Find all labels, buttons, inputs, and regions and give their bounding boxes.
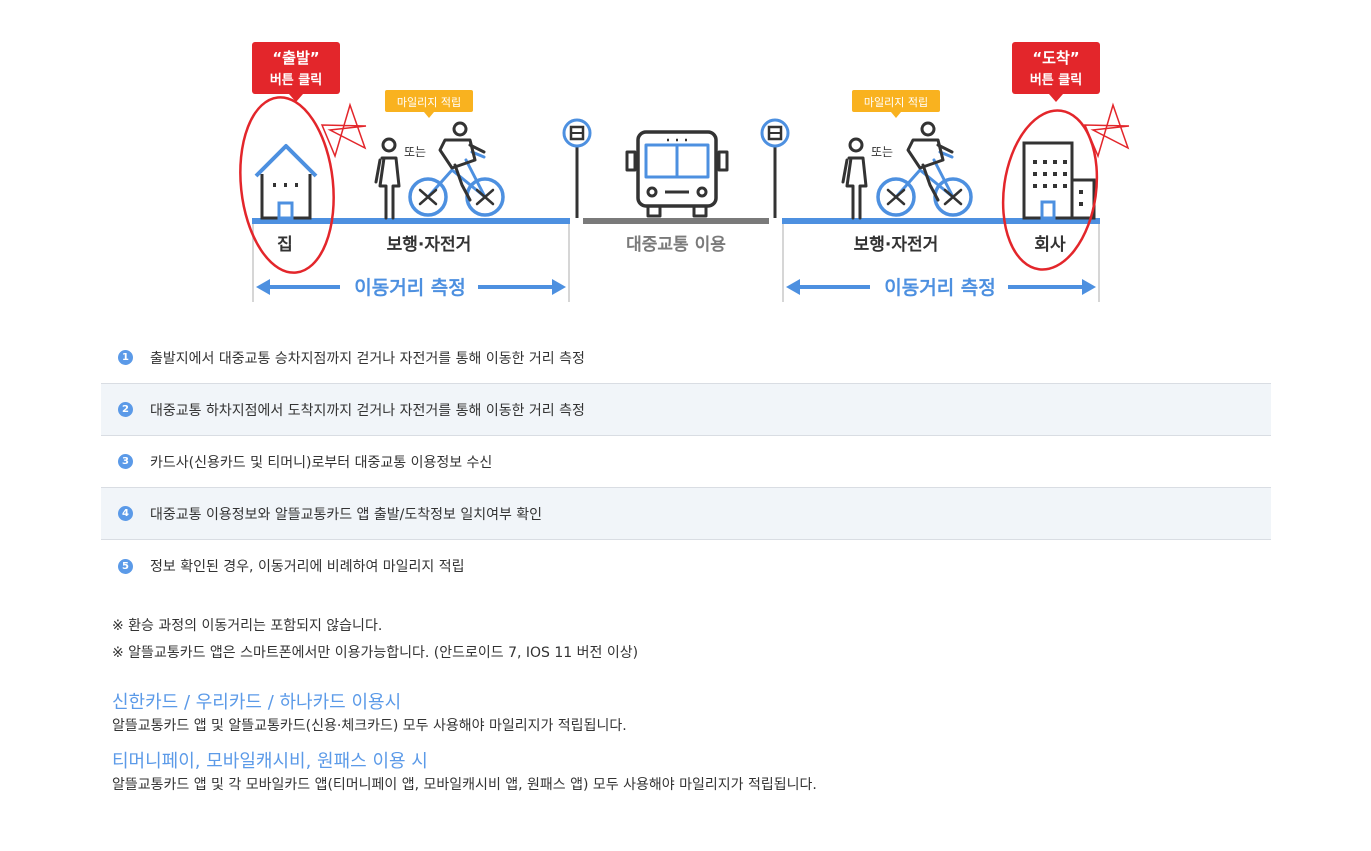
bus-icon — [625, 130, 729, 218]
bus-stop-sign-left — [562, 118, 592, 218]
step-text: 카드사(신용카드 및 티머니)로부터 대중교통 이용정보 수신 — [150, 454, 493, 471]
step-number-badge: 1 — [118, 350, 133, 365]
measure-arrow-right: 이동거리 측정 — [786, 277, 1096, 299]
note-smartphone: ※ 알뜰교통카드 앱은 스마트폰에서만 이용가능합니다. (안드로이드 7, I… — [112, 645, 639, 661]
depart-bubble-text: 버튼 클릭 — [270, 72, 322, 88]
card-section-shinhan: 신한카드 / 우리카드 / 하나카드 이용시 알뜰교통카드 앱 및 알뜰교통카드… — [112, 691, 627, 737]
measure-arrow-left: 이동거리 측정 — [256, 277, 566, 299]
step-number-badge: 2 — [118, 402, 133, 417]
step-text: 대중교통 이용정보와 알뜰교통카드 앱 출발/도착정보 일치여부 확인 — [150, 506, 543, 523]
arrive-bubble: “도착” 버튼 클릭 — [1012, 42, 1100, 102]
step-item: 5 정보 확인된 경우, 이동거리에 비례하여 마일리지 적립 — [101, 540, 1271, 592]
step-item: 1 출발지에서 대중교통 승차지점까지 걷거나 자전거를 통해 이동한 거리 측… — [101, 332, 1271, 384]
step-item: 3 카드사(신용카드 및 티머니)로부터 대중교통 이용정보 수신 — [101, 436, 1271, 488]
home-label: 집 — [277, 235, 293, 255]
depart-bubble-quote: “출발” — [272, 49, 319, 67]
card-section-desc: 알뜰교통카드 앱 및 알뜰교통카드(신용·체크카드) 모두 사용해야 마일리지가… — [112, 718, 627, 734]
card-section-tmoney: 티머니페이, 모바일캐시비, 원패스 이용 시 알뜰교통카드 앱 및 각 모바일… — [112, 750, 817, 796]
arrive-bubble-quote: “도착” — [1032, 49, 1079, 67]
or-label-right: 또는 — [871, 145, 893, 159]
depart-bubble: “출발” 버튼 클릭 — [252, 42, 340, 102]
company-label: 회사 — [1034, 235, 1066, 255]
process-steps-list: 1 출발지에서 대중교통 승차지점까지 걷거나 자전거를 통해 이동한 거리 측… — [101, 332, 1271, 592]
step-number-badge: 3 — [118, 454, 133, 469]
cyclist-icon-left — [408, 121, 505, 217]
mileage-tag-right: 마일리지 적립 — [852, 90, 940, 118]
step-number-badge: 4 — [118, 506, 133, 521]
house-icon — [254, 144, 318, 220]
measure-label-right: 이동거리 측정 — [884, 277, 996, 299]
walker-icon-right — [841, 137, 868, 220]
card-section-desc: 알뜰교통카드 앱 및 각 모바일카드 앱(티머니페이 앱, 모바일캐시비 앱, … — [112, 777, 817, 793]
walker-icon-left — [374, 137, 401, 220]
step-number-badge: 5 — [118, 558, 133, 574]
transit-label: 대중교통 이용 — [626, 235, 726, 255]
cyclist-icon-right — [876, 121, 973, 217]
bus-stop-sign-right — [760, 118, 790, 218]
step-item: 4 대중교통 이용정보와 알뜰교통카드 앱 출발/도착정보 일치여부 확인 — [101, 488, 1271, 540]
measure-label-left: 이동거리 측정 — [354, 277, 466, 299]
note-transfer: ※ 환승 과정의 이동거리는 포함되지 않습니다. — [112, 618, 383, 634]
walk-bike-label-left: 보행·자전거 — [387, 235, 472, 255]
notes-block: ※ 환승 과정의 이동거리는 포함되지 않습니다. ※ 알뜰교통카드 앱은 스마… — [112, 613, 638, 667]
card-section-title: 신한카드 / 우리카드 / 하나카드 이용시 — [112, 692, 402, 713]
step-text: 정보 확인된 경우, 이동거리에 비례하여 마일리지 적립 — [150, 559, 465, 575]
mileage-flow-diagram: “출발” 버튼 클릭 “도착” 버튼 클릭 마일리지 적립 마일리지 적립 — [239, 42, 1130, 302]
company-highlight-circle — [1001, 102, 1130, 271]
step-text: 출발지에서 대중교통 승차지점까지 걷거나 자전거를 통해 이동한 거리 측정 — [150, 350, 585, 367]
card-section-title: 티머니페이, 모바일캐시비, 원패스 이용 시 — [112, 751, 428, 772]
home-highlight-circle — [239, 96, 367, 274]
mileage-tag-right-text: 마일리지 적립 — [864, 95, 928, 109]
walk-bike-label-right: 보행·자전거 — [854, 235, 939, 255]
step-text: 대중교통 하차지점에서 도착지까지 걷거나 자전거를 통해 이동한 거리 측정 — [150, 402, 585, 419]
mileage-tag-left-text: 마일리지 적립 — [397, 95, 461, 109]
building-icon — [1022, 141, 1096, 220]
arrive-bubble-text: 버튼 클릭 — [1030, 72, 1082, 88]
mileage-tag-left: 마일리지 적립 — [385, 90, 473, 118]
step-item: 2 대중교통 하차지점에서 도착지까지 걷거나 자전거를 통해 이동한 거리 측… — [101, 384, 1271, 436]
or-label-left: 또는 — [404, 145, 426, 159]
